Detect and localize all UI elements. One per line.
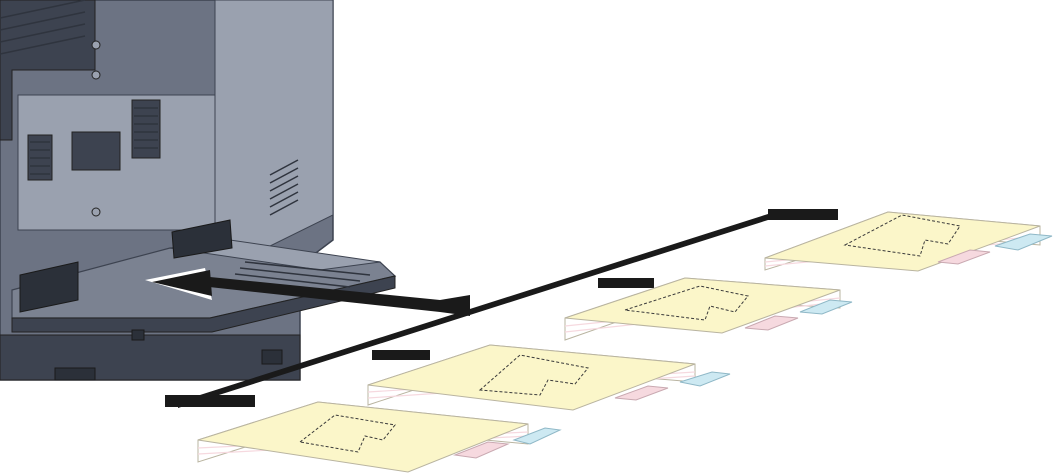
tray-release-button[interactable] bbox=[132, 330, 144, 340]
printer-vent-left bbox=[28, 135, 52, 180]
printer-lower-strip bbox=[0, 335, 300, 380]
printer-handle-slot bbox=[262, 350, 282, 364]
screw-icon bbox=[92, 71, 100, 79]
printer-label-plate bbox=[72, 132, 120, 170]
tab-paper-stack-1 bbox=[765, 212, 1052, 271]
screw-icon bbox=[92, 41, 100, 49]
printer-handle-slot bbox=[55, 368, 95, 380]
screw-icon bbox=[92, 208, 100, 216]
tab-paper-stack-4 bbox=[198, 402, 560, 472]
bracket-bottom-arm bbox=[165, 395, 255, 407]
bracket-junction bbox=[440, 295, 470, 316]
stack-top-sheet bbox=[198, 402, 528, 472]
printer-vent-right bbox=[132, 100, 160, 158]
bracket-arm-3 bbox=[372, 350, 430, 360]
bracket-arm-2 bbox=[598, 278, 654, 288]
bracket-top-arm bbox=[768, 209, 838, 220]
